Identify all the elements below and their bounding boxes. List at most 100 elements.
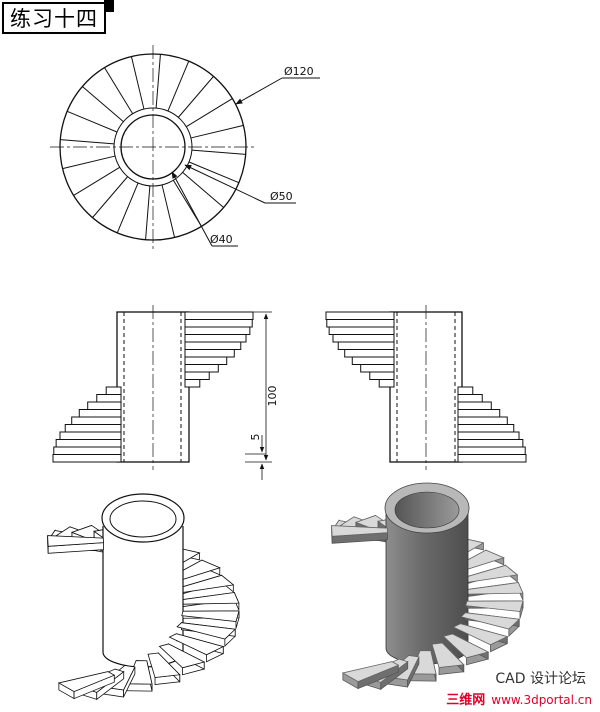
step <box>59 431 122 440</box>
radial-line <box>104 67 134 114</box>
dim-height: 100 <box>266 386 279 407</box>
radial-line <box>188 161 240 184</box>
step <box>52 454 122 463</box>
step <box>64 424 122 433</box>
leader-inner <box>171 171 213 247</box>
front-steps <box>52 311 254 463</box>
step <box>457 431 520 440</box>
front-view <box>52 305 254 470</box>
step <box>87 401 122 410</box>
step <box>55 439 122 448</box>
step <box>184 371 210 380</box>
radial-line <box>182 171 224 208</box>
watermark-site-name: 三维网 <box>446 693 486 708</box>
step <box>184 349 235 358</box>
radial-line <box>82 86 124 123</box>
step <box>457 446 526 455</box>
radial-line <box>167 60 190 112</box>
radial-line <box>60 139 115 145</box>
exercise-title: 练习十四 <box>2 2 106 34</box>
step-tread <box>331 525 388 537</box>
side-steps <box>325 311 527 463</box>
radial-line <box>66 110 118 133</box>
top-view <box>50 45 320 249</box>
radial-line <box>186 98 233 128</box>
step <box>184 341 242 350</box>
radial-line <box>190 124 244 139</box>
step <box>369 371 395 380</box>
step-tread <box>452 623 509 646</box>
step <box>184 379 201 388</box>
step-tread <box>180 592 240 605</box>
step-tread <box>442 633 490 659</box>
step-tread <box>147 652 181 678</box>
dim-inner-diameter: Ø40 <box>210 233 233 246</box>
radial-line <box>155 54 161 109</box>
radial-line <box>191 149 246 155</box>
step <box>457 454 527 463</box>
step <box>184 311 254 320</box>
leader-outer <box>235 77 283 105</box>
step-tread <box>47 535 104 547</box>
step <box>184 356 228 365</box>
step <box>457 401 492 410</box>
step <box>96 394 122 403</box>
step <box>71 416 122 425</box>
step <box>184 334 247 343</box>
step <box>78 409 122 418</box>
shaded-render <box>331 482 524 691</box>
watermark-site-url: www.3dportal.cn <box>491 693 592 707</box>
radial-line <box>116 182 139 234</box>
watermark-forum: CAD 设计论坛 <box>495 671 586 687</box>
step <box>457 439 524 448</box>
step-tread <box>176 622 237 640</box>
step <box>184 364 219 373</box>
front-height-dimension <box>195 311 272 480</box>
step-tread <box>57 671 116 693</box>
step <box>360 364 395 373</box>
step-tread <box>465 600 524 612</box>
dim-step-height: 5 <box>249 434 262 441</box>
step <box>457 424 515 433</box>
dim-middle-diameter: Ø50 <box>270 190 293 203</box>
radial-line <box>177 76 214 118</box>
title-corner-mark <box>104 0 114 12</box>
step <box>457 394 483 403</box>
step <box>457 416 508 425</box>
step <box>328 326 395 335</box>
step-riser <box>410 673 437 682</box>
radial-line <box>161 184 176 238</box>
step-tread <box>460 612 521 630</box>
render-cylinder-hole <box>394 491 460 529</box>
step <box>337 341 395 350</box>
step-tread <box>464 582 524 595</box>
radial-line <box>145 185 151 240</box>
step-tread <box>431 642 465 668</box>
side-view <box>325 305 527 470</box>
watermark: 三维网 www.3dportal.cn <box>446 689 592 708</box>
step <box>332 334 395 343</box>
step <box>344 349 395 358</box>
step <box>105 386 122 395</box>
dim-outer-diameter: Ø120 <box>284 65 314 78</box>
step-tread <box>341 661 400 683</box>
step-tread <box>168 633 225 656</box>
step <box>457 386 474 395</box>
step-tread <box>181 610 240 622</box>
step <box>351 356 395 365</box>
radial-line <box>92 176 129 218</box>
step-riser <box>126 683 153 692</box>
iso-cylinder-hole <box>109 500 177 538</box>
step-tread <box>158 643 206 669</box>
step-radial-lines <box>60 54 246 240</box>
step <box>325 311 395 320</box>
radial-line <box>73 166 120 196</box>
step <box>326 319 395 328</box>
leader-middle <box>184 164 266 204</box>
step <box>378 379 395 388</box>
step <box>184 319 253 328</box>
step <box>53 446 122 455</box>
radial-line <box>130 56 145 110</box>
isometric-wireframe <box>47 493 240 701</box>
